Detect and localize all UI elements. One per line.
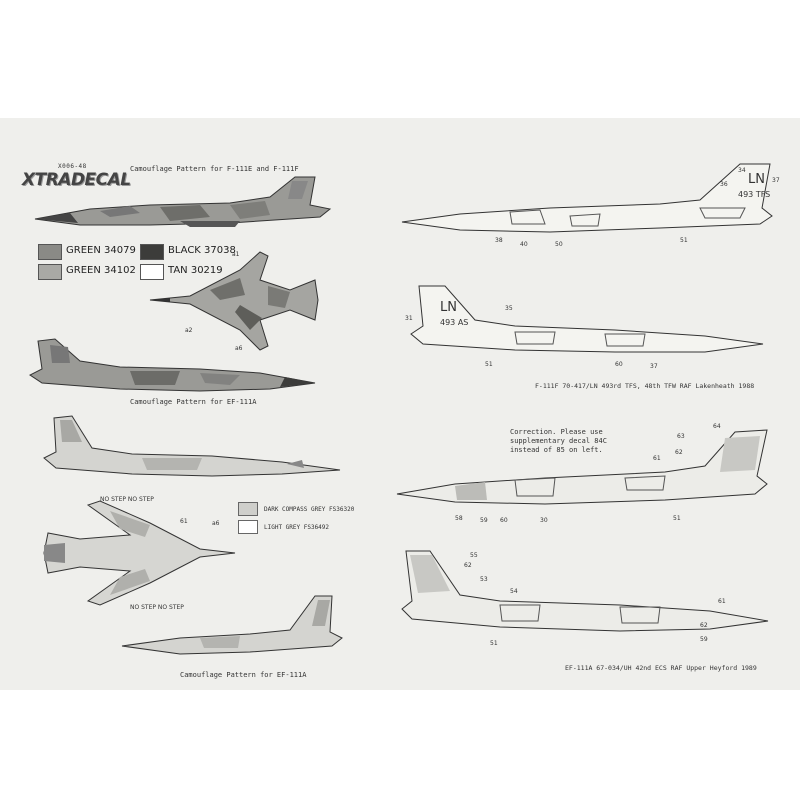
swatch-light-grey (238, 520, 258, 534)
svg-text:59: 59 (700, 636, 708, 643)
ef111-side-view (43, 415, 341, 477)
svg-text:37: 37 (772, 177, 780, 184)
svg-text:53: 53 (480, 576, 488, 583)
caption-ef111-unit: EF-111A 67-034/UH 42nd ECS RAF Upper Hey… (565, 664, 757, 672)
svg-text:a2: a2 (185, 327, 193, 334)
svg-text:31: 31 (405, 315, 413, 322)
f111f-side-view-left: 31 35 51 60 37 (405, 285, 764, 370)
f111-camo-side-view (34, 176, 332, 227)
correction-line-1: Correction. Please use (510, 428, 603, 436)
legend-label-tan-30219: TAN 30219 (168, 265, 223, 276)
svg-text:37: 37 (650, 363, 658, 370)
swatch-dark-compass-grey (238, 502, 258, 516)
svg-text:a1: a1 (232, 251, 240, 258)
swatch-tan-30219 (140, 264, 164, 280)
legend-label-green-34102: GREEN 34102 (66, 265, 136, 276)
caption-f111f-unit: F-111F 70-417/LN 493rd TFS, 48th TFW RAF… (535, 382, 755, 390)
svg-text:38: 38 (495, 237, 503, 244)
svg-text:a6: a6 (212, 520, 220, 527)
caption-f111-pattern: Camouflage Pattern for F-111E and F-111F (130, 165, 299, 173)
tail-code-f111f-left: LN (440, 300, 457, 315)
underside-text-top: NO STEP NO STEP (100, 496, 154, 503)
svg-text:51: 51 (673, 515, 681, 522)
svg-text:35: 35 (505, 305, 513, 312)
ef111-lower-side-view (121, 595, 343, 655)
svg-text:51: 51 (490, 640, 498, 647)
svg-text:59: 59 (480, 517, 488, 524)
correction-line-3: instead of 85 on left. (510, 446, 603, 454)
ef111-underside-view: NO STEP NO STEP NO STEP NO STEP 61 a6 (43, 496, 236, 611)
legend-label-light-grey: LIGHT GREY FS36492 (264, 524, 330, 531)
ef111-side-view-lower: 55 62 53 54 61 62 59 51 (401, 550, 769, 647)
svg-text:63: 63 (677, 433, 685, 440)
correction-note: Correction. Please use supplementary dec… (510, 428, 607, 455)
svg-text:62: 62 (675, 449, 683, 456)
underside-text-bottom: NO STEP NO STEP (130, 604, 184, 611)
svg-text:a6: a6 (235, 345, 243, 352)
swatch-green-34102 (38, 264, 62, 280)
svg-text:51: 51 (485, 361, 493, 368)
legend-label-dark-compass-grey: DARK COMPASS GREY FS36320 (264, 506, 355, 513)
svg-text:60: 60 (500, 517, 508, 524)
brand-logo: XTRADECAL (22, 170, 131, 190)
svg-text:62: 62 (464, 562, 472, 569)
swatch-green-34079 (38, 244, 62, 260)
svg-text:61: 61 (653, 455, 661, 462)
correction-line-2: supplementary decal 84C (510, 437, 607, 445)
legend-label-black-37038: BLACK 37038 (168, 245, 236, 256)
svg-text:36: 36 (720, 181, 728, 188)
svg-text:50: 50 (555, 241, 563, 248)
caption-ef111-pattern: Camouflage Pattern for EF-111A (130, 398, 257, 406)
svg-text:34: 34 (738, 167, 746, 174)
product-code: X006-48 (58, 163, 87, 170)
svg-text:60: 60 (615, 361, 623, 368)
svg-text:58: 58 (455, 515, 463, 522)
svg-text:61: 61 (718, 598, 726, 605)
svg-text:54: 54 (510, 588, 518, 595)
tail-serial-f111f-right: 493 TFS (738, 190, 771, 199)
ef111-side-view-right: 64 63 61 62 58 59 60 30 51 (396, 423, 768, 524)
f111-camo-side-view-2 (29, 338, 316, 392)
caption-ef111-pattern-lower: Camouflage Pattern for EF-111A (180, 671, 307, 679)
tail-code-f111f-right: LN (748, 172, 765, 187)
swatch-black-37038 (140, 244, 164, 260)
svg-text:40: 40 (520, 241, 528, 248)
svg-text:51: 51 (680, 237, 688, 244)
svg-text:55: 55 (470, 552, 478, 559)
legend-label-green-34079: GREEN 34079 (66, 245, 136, 256)
svg-text:64: 64 (713, 423, 721, 430)
svg-text:30: 30 (540, 517, 548, 524)
tail-serial-f111f-left: 493 AS (440, 318, 469, 327)
f111-camo-top-view: a1 a2 a6 (149, 251, 319, 352)
svg-text:61: 61 (180, 518, 188, 525)
svg-text:62: 62 (700, 622, 708, 629)
f111f-side-view-right: 34 36 37 38 40 50 51 (401, 163, 780, 248)
